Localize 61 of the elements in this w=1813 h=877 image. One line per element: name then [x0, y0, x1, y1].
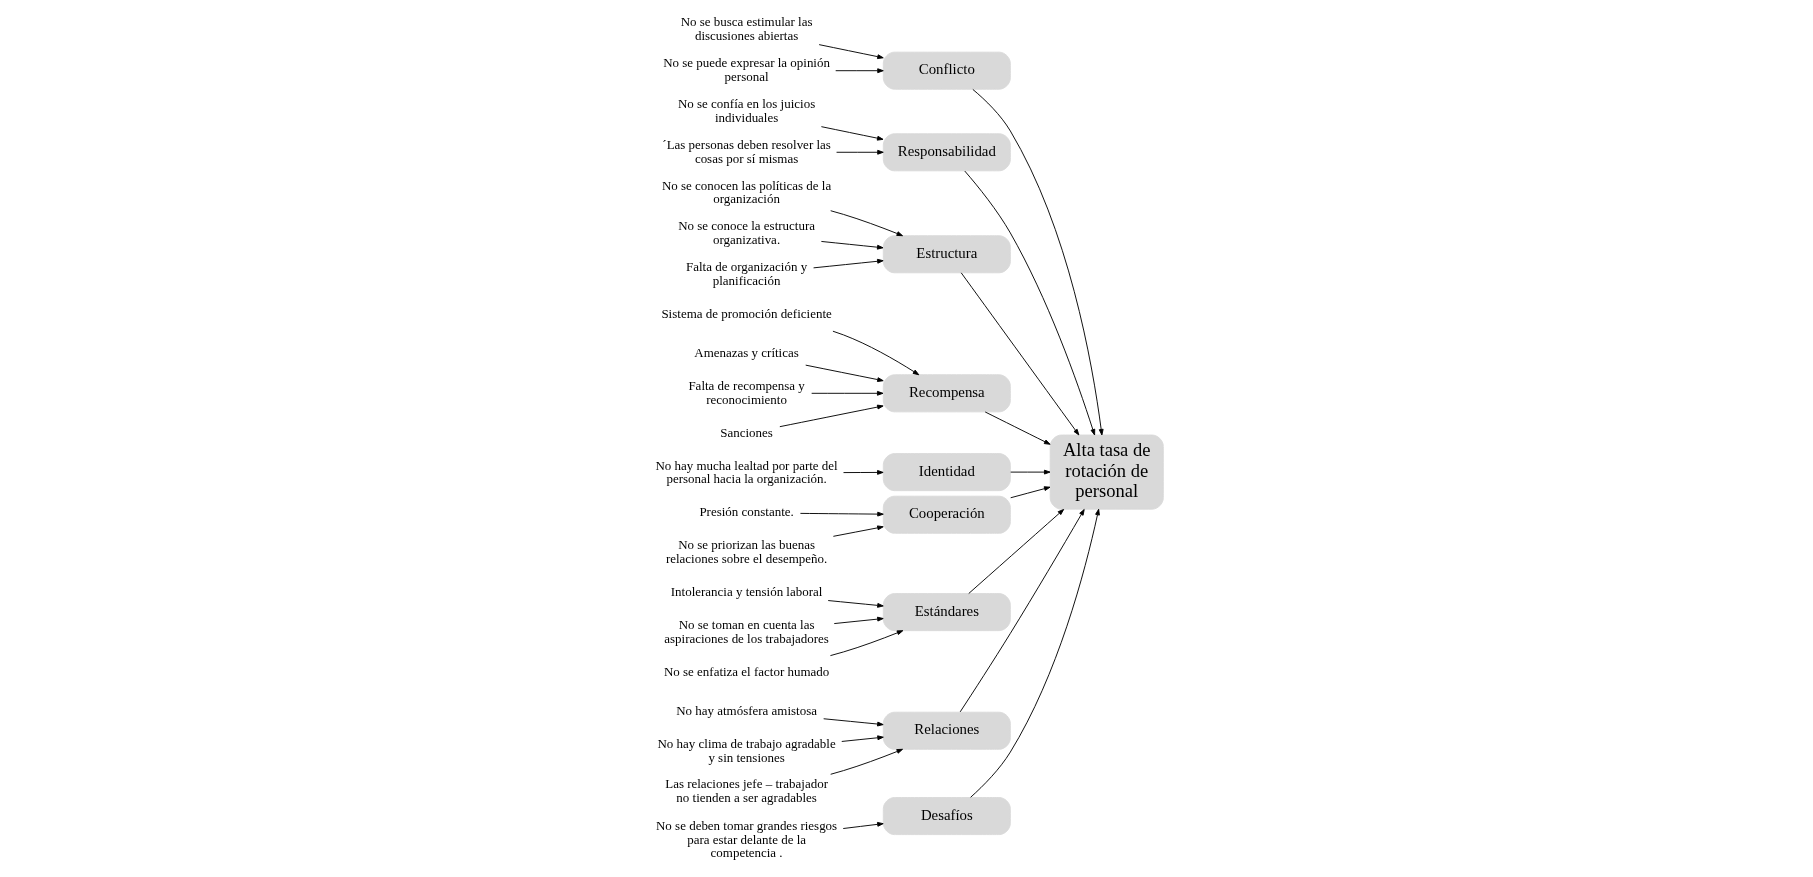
- arrow: [841, 735, 884, 742]
- arrow: [830, 210, 903, 237]
- node-text: No se confía en los juicios individuales: [677, 95, 816, 125]
- node-text: Las relaciones jefe – trabajador no tienden a ser agradables: [665, 776, 828, 806]
- arrow: [823, 718, 884, 727]
- arrow: [833, 616, 884, 625]
- node-box: Recompensa: [882, 374, 1011, 413]
- arrow: [799, 511, 884, 517]
- node-text: No se conocen las políticas de la organización: [661, 177, 832, 207]
- node-box: Cooperación: [882, 495, 1011, 534]
- arrow: [832, 330, 920, 376]
- arrow: [805, 364, 884, 382]
- node-text: No se puede expresar la opinión personal: [663, 55, 830, 85]
- arrow: [968, 509, 1065, 594]
- arrow: [832, 525, 884, 537]
- arrow: [836, 149, 884, 155]
- node-box: Responsabilidad: [882, 133, 1011, 172]
- node-box: Desafíos: [882, 797, 1011, 836]
- arrow: [820, 126, 884, 141]
- node-text: No se deben tomar grandes riesgos para estar delante de la competencia .: [656, 817, 838, 861]
- node-text: No hay clima de trabajo agradable y sin tensiones: [657, 735, 836, 765]
- arrow: [964, 170, 1096, 436]
- node-box: Relaciones: [882, 711, 1011, 750]
- node-text: No se enfatiza el factor humado: [663, 663, 830, 679]
- arrow: [818, 44, 884, 60]
- arrow: [960, 272, 1080, 436]
- arrow: [970, 508, 1100, 798]
- arrow: [820, 241, 884, 250]
- arrow: [984, 411, 1051, 445]
- node-text: Amenazas y críticas: [694, 344, 799, 360]
- arrow: [972, 88, 1104, 436]
- node-text: Presión constante.: [699, 504, 794, 520]
- arrow: [811, 390, 884, 396]
- node-box: Estándares: [882, 593, 1011, 632]
- arrow: [1010, 486, 1051, 499]
- node-text: No hay mucha lealtad por parte del personal hacia la organización.: [655, 457, 838, 487]
- arrow: [1010, 469, 1051, 475]
- arrow: [827, 600, 884, 608]
- node-text: No se toman en cuenta las aspiraciones de los trabajadores: [664, 616, 829, 646]
- node-text: Sistema de promoción deficiente: [661, 305, 832, 321]
- node-text: No se busca estimular las discusiones abiertas: [680, 14, 813, 44]
- arrow: [779, 404, 884, 428]
- arrow: [842, 821, 884, 829]
- arrow: [830, 748, 903, 775]
- node-text: No se conoce la estructura organizativa.: [678, 218, 816, 248]
- node-text: Falta de recompensa y reconocimiento: [688, 377, 805, 407]
- arrow: [843, 470, 884, 475]
- node-text: Intolerancia y tensión laboral: [670, 584, 823, 600]
- arrow: [835, 68, 884, 74]
- node-text: No hay atmósfera amistosa: [676, 702, 817, 718]
- arrow: [829, 630, 904, 657]
- node-box: Alta tasa de rotación de personal: [1049, 434, 1164, 510]
- node-box: Identidad: [882, 453, 1011, 492]
- node-text: No se priorizan las buenas relaciones sobre el desempeño.: [665, 537, 828, 567]
- arrow: [959, 509, 1085, 713]
- node-text: Sanciones: [720, 424, 773, 440]
- node-box: Conflicto: [882, 51, 1011, 90]
- node-text: ´Las personas deben resolver las cosas por sí mismas: [662, 136, 831, 166]
- node-box: Estructura: [882, 235, 1011, 274]
- node-text: Falta de organización y planificación: [686, 259, 808, 289]
- arrow: [813, 258, 884, 269]
